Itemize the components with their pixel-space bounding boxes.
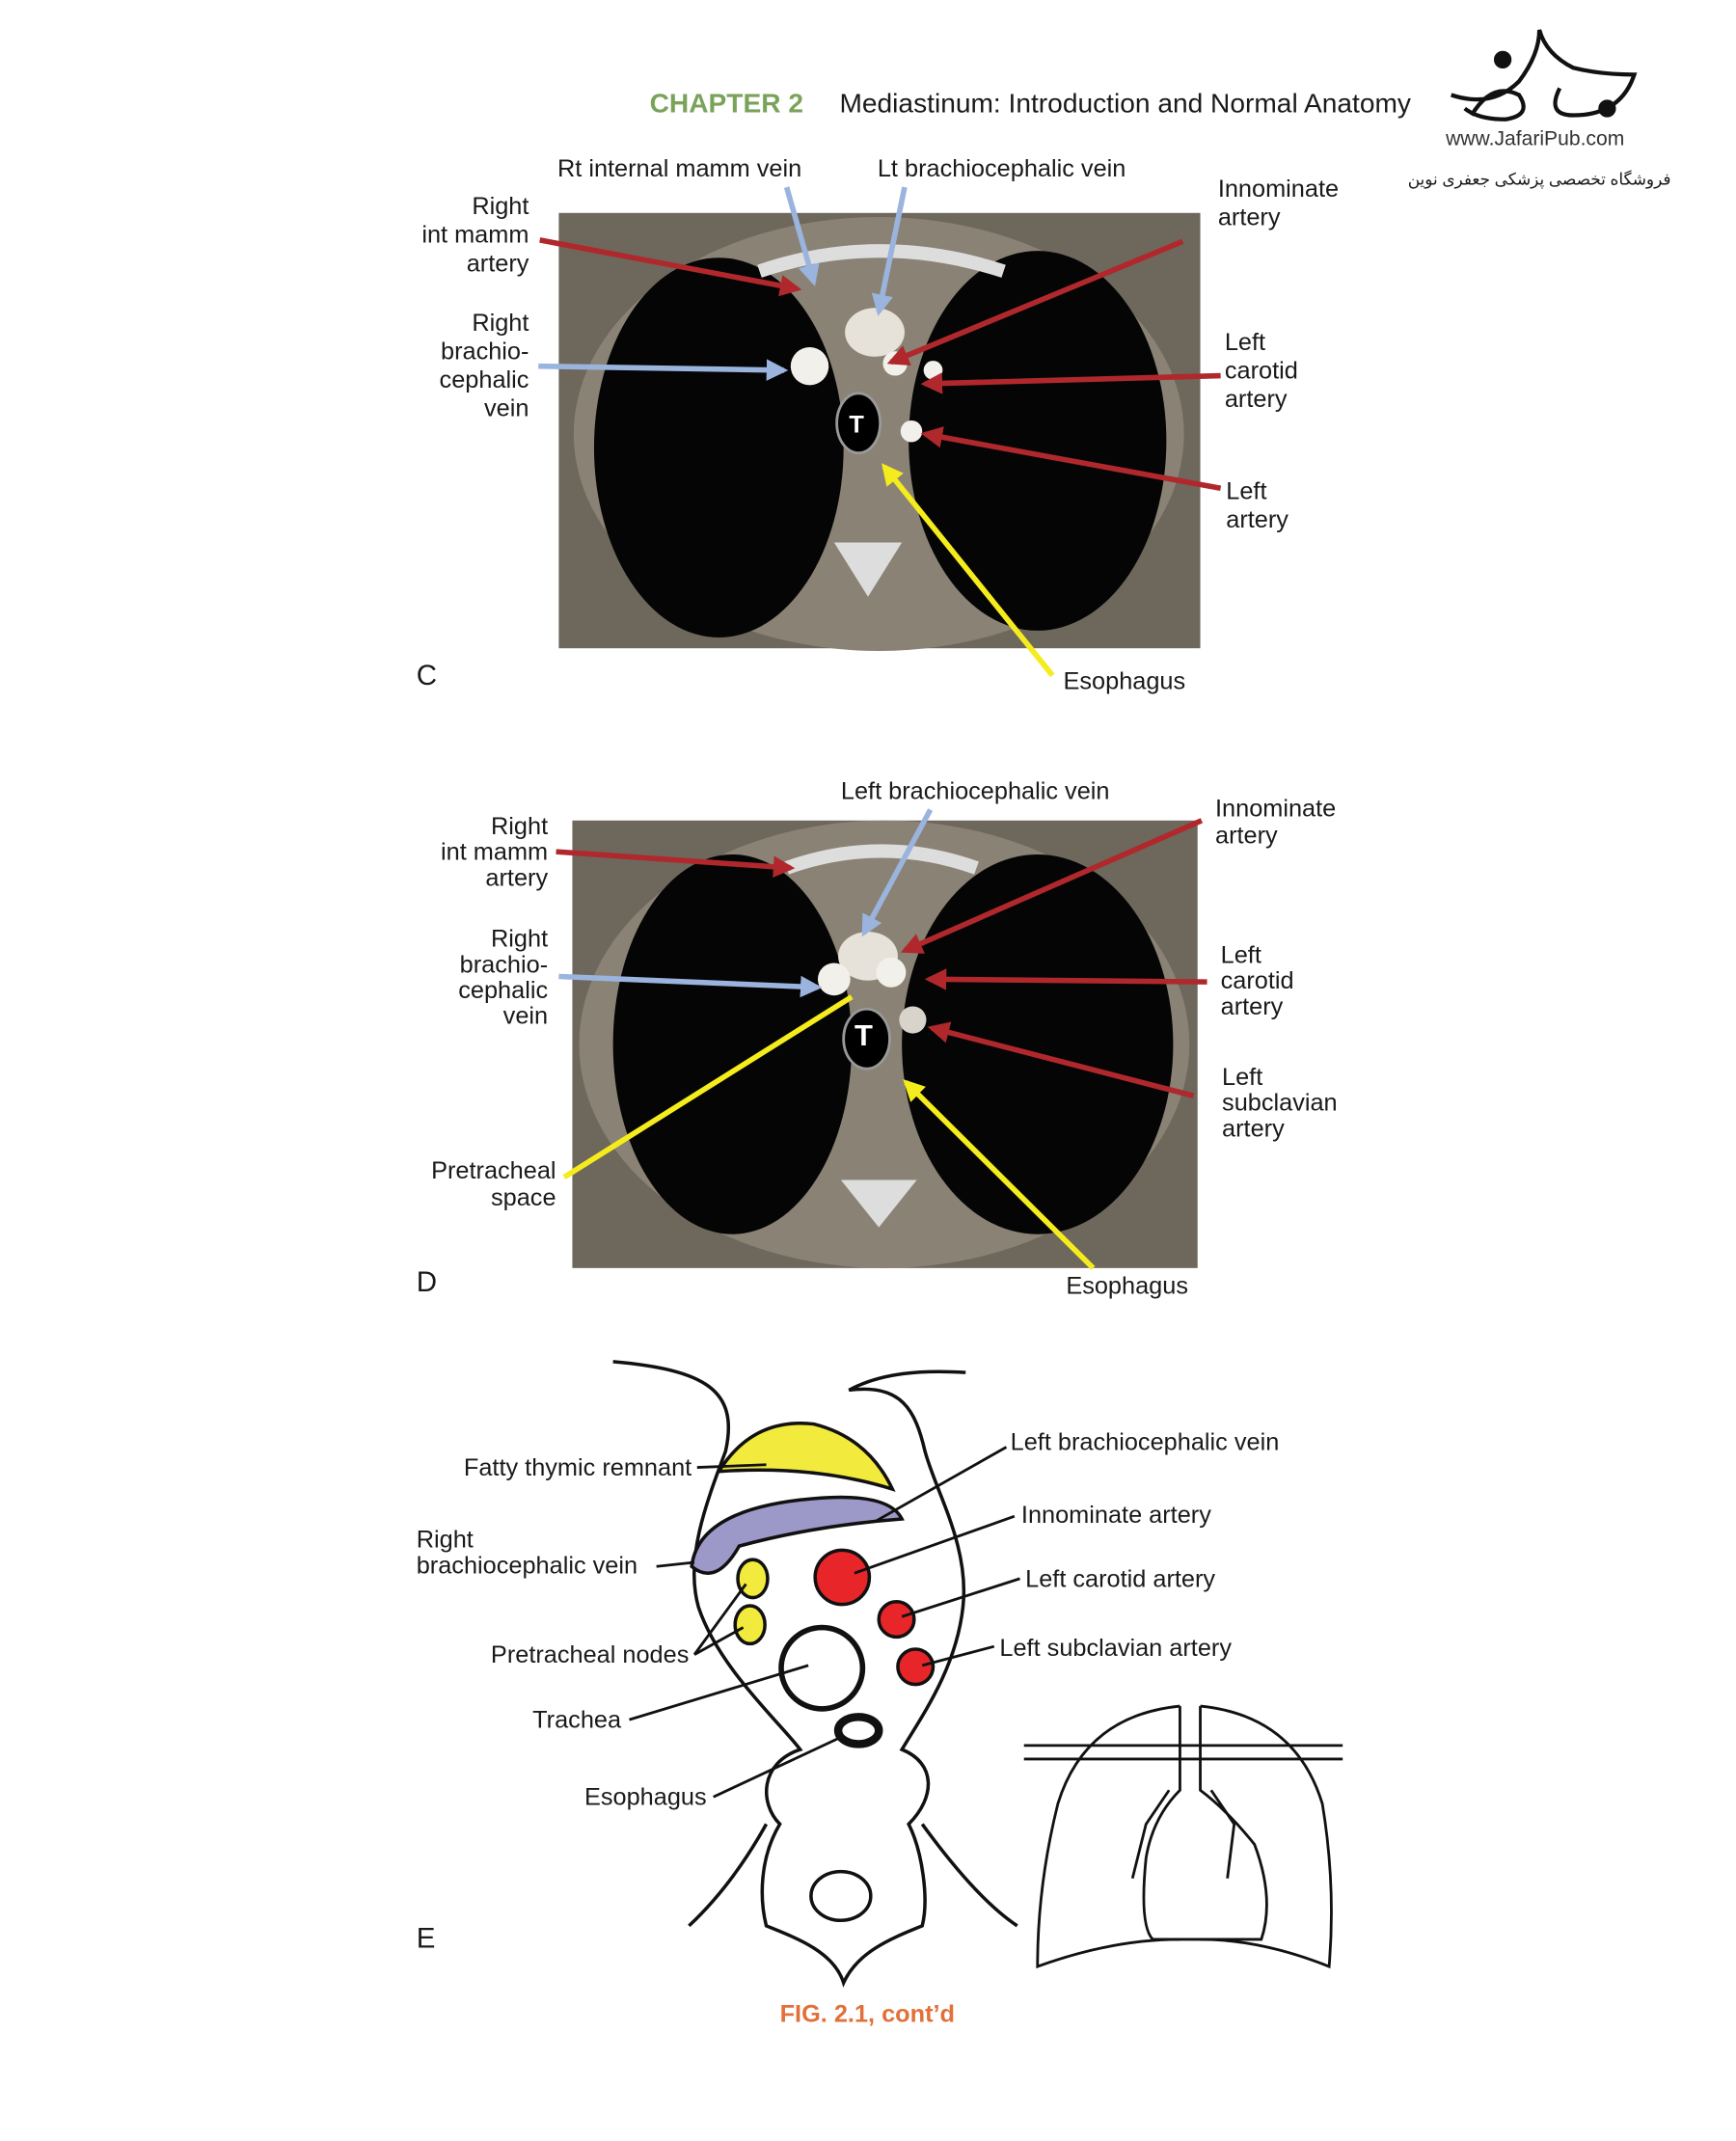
arrow-rt-int-mamm-vein-c	[783, 186, 820, 286]
figure-caption: FIG. 2.1, cont’d	[779, 2000, 956, 2028]
label-trachea: Trachea	[532, 1706, 622, 1734]
panel-letter-c: C	[416, 660, 438, 692]
ct-image-d	[572, 820, 1198, 1268]
arrow-esophagus-d	[903, 1079, 1096, 1270]
arrow-right-int-mamm-artery-c	[539, 237, 802, 297]
label-left-brachio-vein-e: Left brachiocephalic vein	[1010, 1427, 1280, 1455]
arrow-right-brachio-vein-d	[558, 973, 823, 998]
trachea-marker-d: T	[854, 1018, 873, 1053]
arrow-right-brachio-vein-c	[538, 359, 789, 381]
mediastinum-diagram	[612, 1360, 1020, 1988]
label-fatty-thymic-remnant: Fatty thymic remnant	[463, 1453, 692, 1481]
label-lt-brachio-vein: Lt brachiocephalic vein	[877, 154, 1126, 182]
label-esophagus-e: Esophagus	[583, 1783, 707, 1811]
chapter-label: CHAPTER 2	[649, 89, 804, 120]
arrow-left-carotid-c	[920, 372, 1221, 394]
arrow-esophagus-c	[882, 463, 1055, 678]
arrow-left-brachio-vein-d	[861, 808, 934, 937]
watermark-tagline: فروشگاه تخصصی پزشکی جعفری نوین	[1407, 169, 1671, 189]
watermark-url: www.JafariPub.com	[1446, 127, 1625, 151]
arrow-left-subclavian-d	[927, 1021, 1195, 1098]
chapter-title: Mediastinum: Introduction and Normal Ana…	[839, 89, 1411, 120]
panel-letter-d: D	[416, 1266, 438, 1298]
label-left-brachio-vein-d: Left brachiocephalic vein	[840, 776, 1110, 804]
label-innominate-e: Innominate artery	[1020, 1501, 1211, 1529]
ct-image-c	[558, 212, 1201, 651]
label-esophagus-d: Esophagus	[1066, 1272, 1188, 1300]
label-left-carotid-e: Left carotid artery	[1025, 1564, 1216, 1592]
arrow-right-int-mamm-artery-d	[556, 849, 796, 878]
arrow-innominate-d	[900, 818, 1204, 954]
jafaripub-logo	[1451, 29, 1638, 122]
arrow-left-artery-c	[920, 426, 1222, 492]
arrow-pretracheal-d	[562, 994, 854, 1180]
arrow-left-carotid-d	[924, 968, 1207, 990]
label-left-subclavian-e: Left subclavian artery	[999, 1634, 1233, 1662]
arrow-innominate-c	[886, 238, 1184, 366]
label-rt-int-mamm-vein: Rt internal mamm vein	[556, 154, 802, 182]
label-esophagus-c: Esophagus	[1063, 666, 1186, 694]
trachea-marker-c: T	[849, 411, 864, 439]
panel-letter-e: E	[416, 1923, 436, 1955]
lung-inset-diagram	[1023, 1704, 1343, 1969]
label-pretracheal-nodes: Pretracheal nodes	[490, 1640, 690, 1668]
arrow-lt-brachio-vein-c	[871, 186, 908, 316]
